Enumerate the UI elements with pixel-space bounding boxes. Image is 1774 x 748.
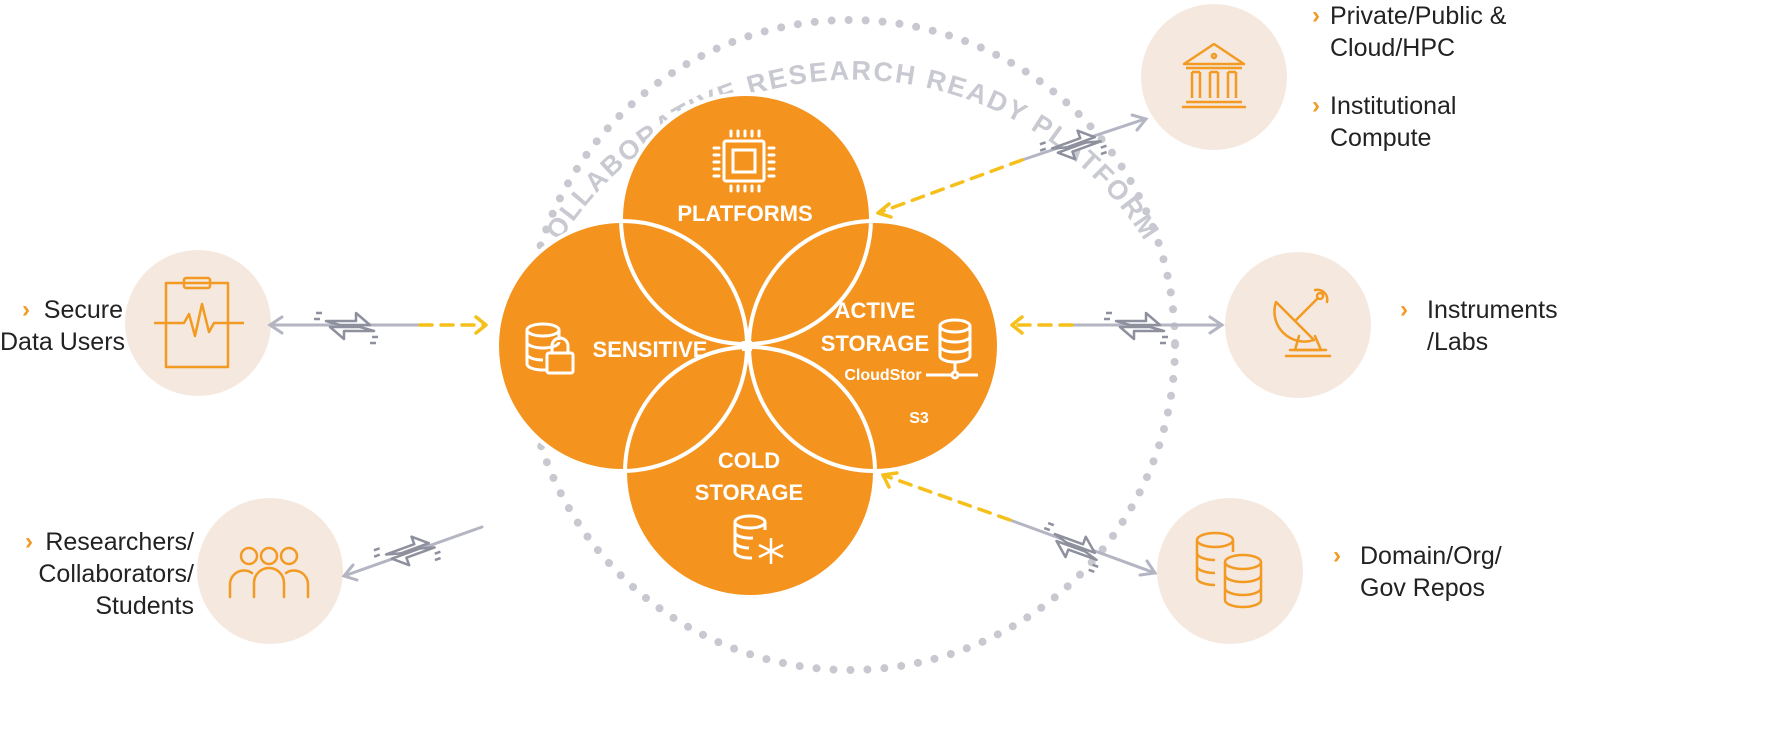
bullet-private: › bbox=[1312, 2, 1320, 29]
cold-storage-circle[interactable] bbox=[625, 347, 875, 597]
database-snowflake-icon bbox=[733, 514, 784, 564]
yellow-arrowheads bbox=[474, 202, 1024, 489]
satellite-dish-icon bbox=[1273, 288, 1332, 358]
label-domain-org-gov-repos: Domain/Org/ Gov Repos bbox=[1360, 542, 1502, 602]
s3-label: S3 bbox=[909, 410, 929, 427]
active-label-line1: ACTIVE bbox=[835, 298, 916, 323]
people-group-icon bbox=[228, 546, 310, 599]
cpu-chip-icon bbox=[712, 129, 776, 193]
cloudstor-label: CloudStor bbox=[844, 367, 921, 384]
repos-node[interactable] bbox=[1157, 498, 1303, 644]
database-network-icon bbox=[926, 318, 978, 380]
bullet-secure: › bbox=[22, 296, 30, 323]
cold-label-line2: STORAGE bbox=[695, 480, 803, 505]
bullet-institutional: › bbox=[1312, 92, 1320, 119]
ring-title: COLLABORATIVE RESEARCH READY PLATFORMS bbox=[0, 0, 1166, 246]
label-institutional-compute: Institutional Compute bbox=[1330, 92, 1457, 152]
institution-node[interactable] bbox=[1141, 4, 1287, 150]
exchange-arrows-icon bbox=[314, 129, 1168, 573]
bullet-instruments: › bbox=[1400, 296, 1408, 323]
cold-label-line1: COLD bbox=[718, 448, 780, 473]
active-label-line2: STORAGE bbox=[821, 331, 929, 356]
database-lock-icon bbox=[525, 322, 575, 375]
label-researchers-collaborators-students: Researchers/ Collaborators/ Students bbox=[38, 528, 194, 620]
label-secure-data-users: Secure Data Users bbox=[0, 296, 126, 356]
label-private-public-cloud: Private/Public & Cloud/HPC bbox=[1330, 2, 1507, 62]
venn-circles bbox=[495, 92, 1001, 599]
platforms-label: PLATFORMS bbox=[677, 201, 812, 226]
clipboard-heartbeat-icon bbox=[154, 276, 244, 369]
bullet-domain: › bbox=[1333, 542, 1341, 569]
database-stack-icon bbox=[1195, 531, 1263, 609]
sensitive-label: SENSITIVE bbox=[593, 337, 708, 362]
yellow-dashed-connectors bbox=[418, 158, 1074, 522]
researchers-node[interactable] bbox=[197, 498, 343, 644]
label-instruments-labs: Instruments /Labs bbox=[1427, 296, 1558, 356]
bullet-researchers: › bbox=[25, 528, 33, 555]
institution-building-icon bbox=[1182, 42, 1246, 109]
